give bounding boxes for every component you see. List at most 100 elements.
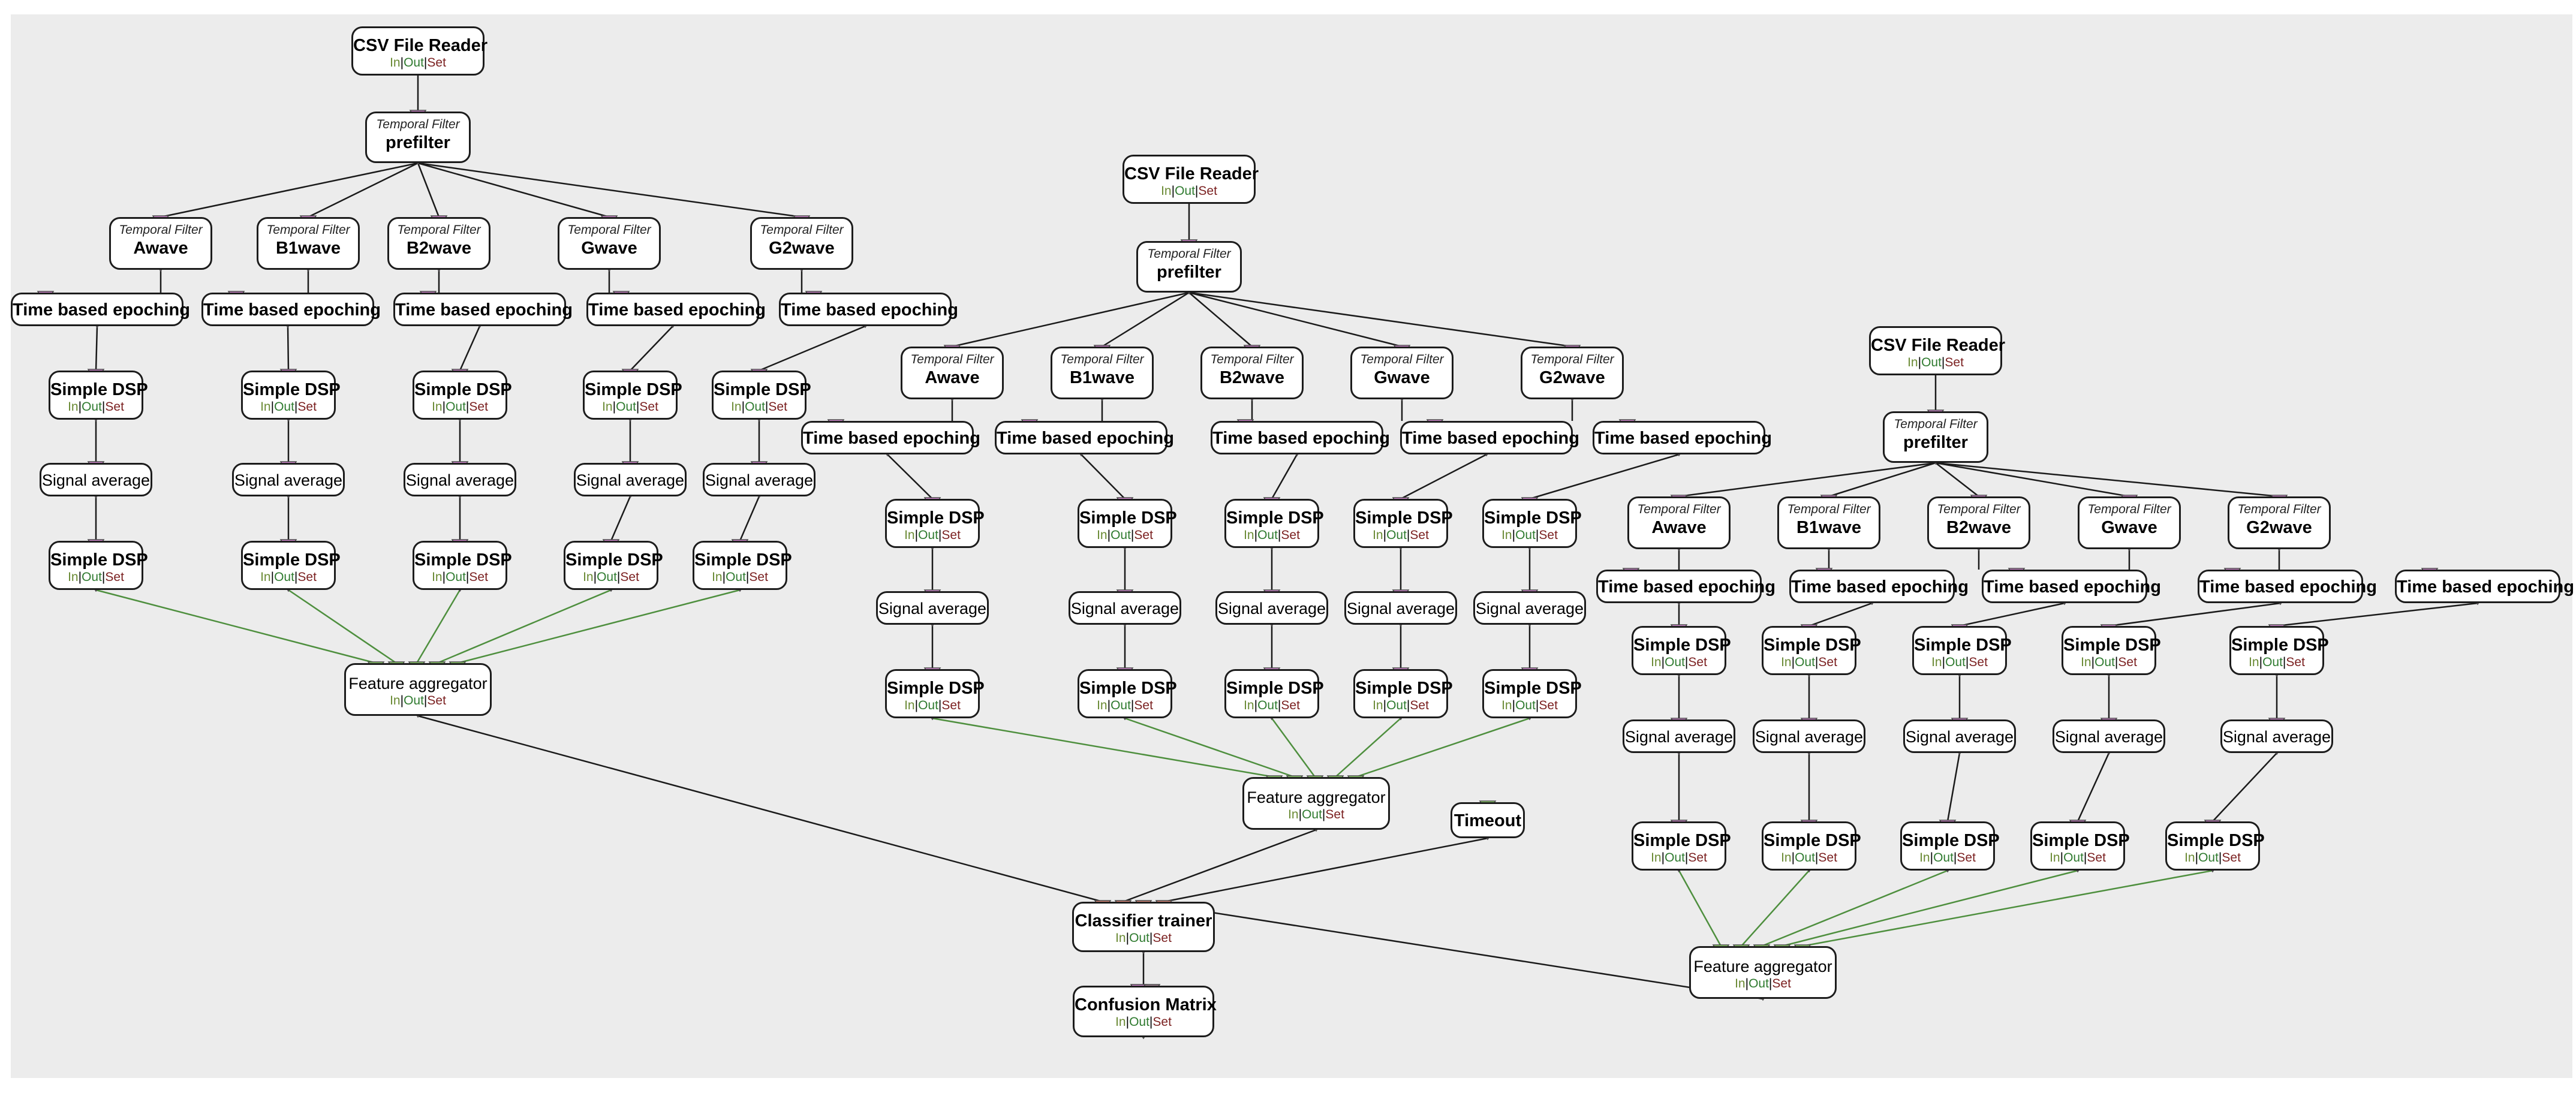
- signal-average-box[interactable]: Signal average: [574, 463, 687, 496]
- time-based-epoching-box[interactable]: Time based epoching: [1593, 421, 1772, 454]
- box-title: B1wave: [275, 239, 341, 258]
- signal-average-box[interactable]: Signal average: [2053, 719, 2165, 753]
- time-based-epoching-box[interactable]: Time based epoching: [1400, 421, 1579, 454]
- port-out-label: Out: [1302, 808, 1322, 821]
- signal-average-box[interactable]: Signal average: [2220, 719, 2333, 753]
- port-out-label: Out: [726, 570, 746, 584]
- time-based-epoching-box[interactable]: Time based epoching: [11, 293, 190, 326]
- signal-average-box[interactable]: Signal average: [1473, 591, 1586, 625]
- port-separator: |: [1126, 1015, 1130, 1029]
- time-based-epoching-box[interactable]: Time based epoching: [801, 421, 980, 454]
- port-separator: |: [465, 400, 470, 414]
- port-set-label: Set: [297, 570, 317, 584]
- time-based-epoching-box[interactable]: Time based epoching: [586, 293, 766, 326]
- box-title: Time based epoching: [781, 300, 958, 320]
- time-based-epoching-box[interactable]: Time based epoching: [1596, 570, 1775, 603]
- signal-average-box[interactable]: Signal average: [1215, 591, 1328, 625]
- signal-average-box[interactable]: Signal average: [876, 591, 989, 625]
- signal-average-box[interactable]: Signal average: [1903, 719, 2016, 753]
- port-separator: |: [616, 570, 621, 584]
- time-based-epoching-box[interactable]: Time based epoching: [2395, 570, 2574, 603]
- signal-average-box[interactable]: Signal average: [1753, 719, 1865, 753]
- time-based-epoching-box[interactable]: Time based epoching: [1211, 421, 1390, 454]
- signal-average-box[interactable]: Signal average: [1623, 719, 1735, 753]
- timeout-box[interactable]: Timeout: [1450, 802, 1525, 838]
- port-out-label: Out: [1945, 655, 1966, 669]
- time-based-epoching-box[interactable]: Time based epoching: [1789, 570, 1969, 603]
- signal-average-box[interactable]: Signal average: [404, 463, 516, 496]
- signal-average-box[interactable]: Signal average: [40, 463, 152, 496]
- port-separator: |: [1107, 698, 1111, 712]
- box-title: Signal average: [1755, 728, 1864, 746]
- port-separator: |: [1277, 528, 1281, 542]
- box-ports: In|Out|Set: [585, 400, 676, 414]
- signal-average-box[interactable]: Signal average: [1344, 591, 1457, 625]
- time-based-epoching-box[interactable]: Time based epoching: [393, 293, 573, 326]
- signal-average-box[interactable]: Signal average: [703, 463, 815, 496]
- signal-average-box[interactable]: Signal average: [232, 463, 345, 496]
- time-based-epoching-box[interactable]: Time based epoching: [995, 421, 1174, 454]
- time-based-epoching-box[interactable]: Time based epoching: [779, 293, 958, 326]
- time-based-epoching-box[interactable]: Time based epoching: [2198, 570, 2377, 603]
- time-based-epoching-box[interactable]: Time based epoching: [201, 293, 381, 326]
- time-based-epoching-box[interactable]: Time based epoching: [1982, 570, 2161, 603]
- signal-average-box[interactable]: Signal average: [1069, 591, 1181, 625]
